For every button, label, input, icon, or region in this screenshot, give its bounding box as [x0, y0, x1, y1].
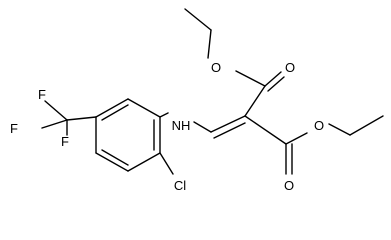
bond-ring-cf3 [66, 116, 97, 121]
structure-canvas: F F F Cl NH O O O O [10, 8, 384, 193]
vinyl-double-bond [210, 115, 246, 139]
amine-linker: NH [159, 112, 212, 133]
bond-ring-cl [159, 152, 174, 175]
bond-c-f [44, 100, 68, 121]
oxygen-label: O [284, 178, 294, 193]
chloro-substituent: Cl [159, 152, 186, 193]
ring-bond [95, 98, 129, 118]
ring-bond [127, 152, 161, 172]
bond-nh-ch [193, 121, 212, 133]
lower-ester-group: O O [244, 115, 384, 193]
fluorine-label: F [61, 134, 69, 149]
bond-c-o-double-second [267, 76, 285, 92]
fluorine-label: F [38, 87, 46, 102]
ring-bond [95, 152, 129, 172]
upper-ester-group: O O [184, 8, 295, 117]
trifluoromethyl-group: F F F [10, 87, 97, 149]
benzene-ring [95, 98, 161, 172]
bond-ring-nh [159, 112, 169, 118]
bond-c-carbonyl [244, 115, 287, 145]
oxygen-label: O [314, 118, 324, 133]
ring-double-bond [101, 104, 129, 121]
bond-c-o-single [235, 70, 266, 87]
bond-ch-c-second [213, 122, 246, 139]
molecule-diagram: F F F Cl NH O O O O [10, 8, 384, 193]
oxygen-label: O [285, 60, 295, 75]
bond-c-o-double [264, 71, 282, 87]
bond-c-carbonyl [244, 85, 266, 117]
fluorine-label: F [10, 121, 18, 136]
bond-ch-c [210, 115, 246, 133]
ring-double-bond [101, 149, 129, 166]
ring-bond [127, 98, 161, 118]
chlorine-label: Cl [174, 178, 186, 193]
bond-c-o-single [285, 132, 308, 145]
bond-o-ethyl [328, 123, 351, 136]
bond-ethyl [184, 8, 212, 31]
bond-ethyl [349, 115, 384, 136]
bond-o-ethyl [207, 29, 212, 59]
bond-c-f [41, 119, 68, 129]
nh-label: NH [172, 118, 191, 133]
oxygen-label: O [211, 60, 221, 75]
